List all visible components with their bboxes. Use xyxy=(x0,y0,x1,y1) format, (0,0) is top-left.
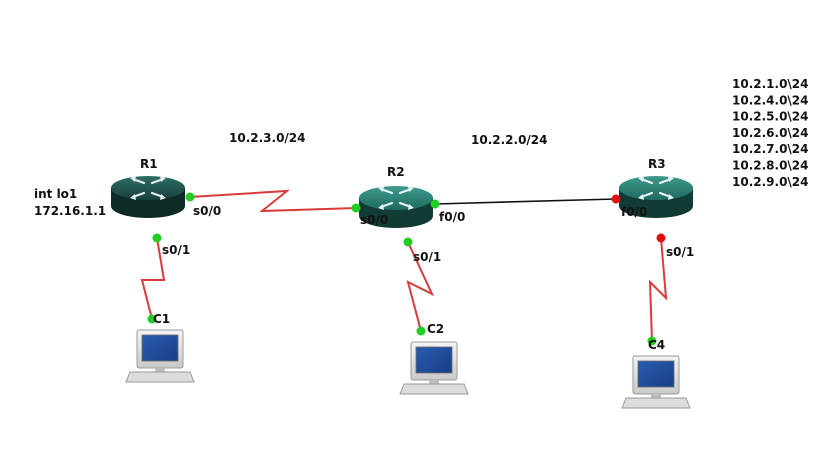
iface-label-r3-f0-0: f0/0 xyxy=(621,205,647,219)
iface-label-r3-s0-1: s0/1 xyxy=(666,245,694,259)
link-r2-c2[interactable] xyxy=(406,241,435,332)
pc-c2-label: C2 xyxy=(427,322,444,336)
router-r1[interactable] xyxy=(109,174,187,220)
status-dot-r1-s0-0 xyxy=(185,192,195,202)
status-dot-r1-s0-1 xyxy=(152,233,162,243)
status-dot-r2-f0-0 xyxy=(430,199,440,209)
status-dot-c4 xyxy=(647,336,657,346)
iface-label-r2-s0-1: s0/1 xyxy=(413,250,441,264)
pc-c1[interactable] xyxy=(125,329,195,383)
r3-network-item: 10.2.8.0\24 xyxy=(732,159,809,173)
router-r2-label: R2 xyxy=(387,165,405,179)
status-dot-c1 xyxy=(147,314,157,324)
r3-network-item: 10.2.5.0\24 xyxy=(732,110,809,124)
pc-c4[interactable] xyxy=(621,355,691,409)
network-label-r2-r3: 10.2.2.0/24 xyxy=(471,133,548,147)
link-r1-c1[interactable] xyxy=(140,237,166,320)
r3-network-item: 10.2.1.0\24 xyxy=(732,77,809,91)
status-dot-r2-s0-1 xyxy=(403,237,413,247)
pc-c2[interactable] xyxy=(399,341,469,395)
interface-status xyxy=(147,192,666,346)
r3-network-item: 10.2.4.0\24 xyxy=(732,93,809,107)
router-r3-label: R3 xyxy=(648,157,666,171)
router-r1-label: R1 xyxy=(140,157,158,171)
r3-network-list: 10.2.1.0\24 10.2.4.0\24 10.2.5.0\24 10.2.6.… xyxy=(732,77,809,189)
iface-label-r1-s0-0: s0/0 xyxy=(193,204,221,218)
status-dot-r2-s0-0 xyxy=(351,203,361,213)
r3-network-item: 10.2.7.0\24 xyxy=(732,142,809,156)
status-dot-c2 xyxy=(416,326,426,336)
link-r1-r2[interactable] xyxy=(189,189,358,213)
pc-c4-label: C4 xyxy=(648,338,665,352)
link-r2-r3[interactable] xyxy=(434,198,617,205)
status-dot-r3-f0-0 xyxy=(611,194,621,204)
loopback-address-label: 172.16.1.1 xyxy=(34,204,106,218)
status-dot-r3-s0-1 xyxy=(656,233,666,243)
iface-label-r2-f0-0: f0/0 xyxy=(439,210,465,224)
pc-c1-label: C1 xyxy=(153,312,170,326)
iface-label-r2-s0-0: s0/0 xyxy=(360,213,388,227)
iface-label-r1-s0-1: s0/1 xyxy=(162,243,190,257)
link-r3-c4[interactable] xyxy=(648,237,668,342)
r3-network-item: 10.2.6.0\24 xyxy=(732,126,809,140)
r3-network-item: 10.2.9.0\24 xyxy=(732,175,809,189)
loopback-interface-label: int lo1 xyxy=(34,187,77,201)
links xyxy=(140,189,668,342)
network-label-r1-r2: 10.2.3.0/24 xyxy=(229,131,306,145)
